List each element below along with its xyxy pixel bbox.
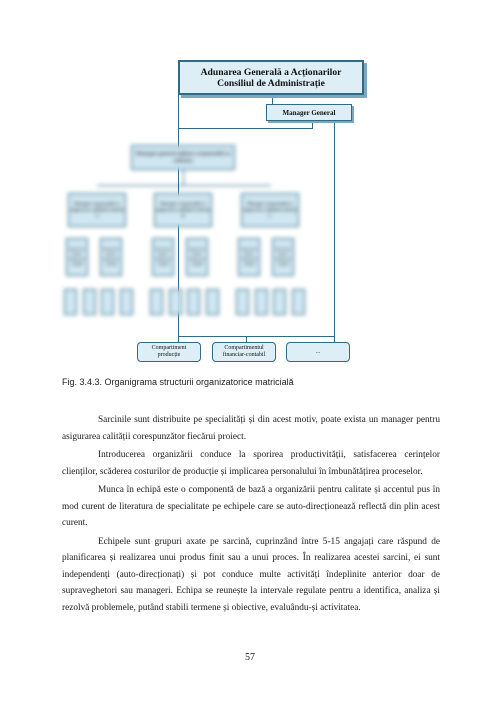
connector-line	[246, 336, 248, 342]
team-member-box	[187, 289, 200, 315]
team-member-box	[169, 289, 182, 315]
team-member-box	[206, 289, 219, 315]
paragraph: Sarcinile sunt distribuite pe specialită…	[62, 415, 440, 442]
connector-line	[178, 336, 335, 338]
connector-line	[178, 336, 180, 342]
general-assembly-box: Adunarea Generală a Acționarilor Consili…	[178, 60, 364, 95]
division-manager-box: Manager responsabil cu asigurarea calită…	[241, 193, 299, 227]
team-member-box	[236, 289, 249, 315]
supervisor-box: Supervizor pentru asigurarea calității	[152, 238, 174, 276]
department-label: ...	[315, 348, 321, 355]
connector-line	[334, 121, 336, 342]
org-chart: Adunarea Generală a Acționarilor Consili…	[64, 60, 364, 362]
team-member-box	[150, 289, 163, 315]
supervisor-box: Supervizor pentru asigurarea calității	[66, 238, 88, 276]
team-member-box	[101, 289, 114, 315]
department-label: Compartiment	[151, 345, 187, 351]
connector-line	[97, 185, 271, 187]
figure-caption: Fig. 3.4.3. Organigrama structurii organ…	[62, 377, 294, 387]
department-other-box: ...	[286, 342, 350, 362]
department-label: Compartimentul	[224, 345, 264, 351]
general-manager-box: Manager General	[266, 104, 352, 121]
body-text: Sarcinile sunt distribuite pe specialită…	[62, 412, 440, 618]
team-member-box	[273, 289, 286, 315]
supervisor-box: Supervizor pentru asigurarea calității	[100, 238, 122, 276]
team-member-box	[292, 289, 305, 315]
division-manager-box: Manager responsabil cu asigurarea calită…	[154, 193, 212, 227]
page-number: 57	[245, 652, 255, 663]
connector-line	[183, 170, 185, 186]
division-manager-box: Manager responsabil cu asigurarea calită…	[68, 193, 126, 227]
team-member-box	[83, 289, 96, 315]
supervisor-box: Supervizor pentru asigurarea calității	[186, 238, 208, 276]
department-label: producție	[157, 352, 181, 358]
general-assembly-title: Adunarea Generală a Acționarilor	[200, 66, 342, 78]
connector-line	[312, 121, 314, 128]
department-production-box: Compartiment producție	[137, 342, 201, 362]
paragraph: Echipele sunt grupuri axate pe sarcină, …	[62, 536, 440, 613]
team-member-box	[255, 289, 268, 315]
paragraph: Introducerea organizării conduce la spor…	[62, 450, 440, 477]
paragraph: Munca în echipă este o componentă de baz…	[62, 485, 440, 528]
connector-line	[178, 128, 313, 130]
supervisor-box: Supervizor pentru asigurarea calității	[272, 238, 294, 276]
department-label: financiar-contabil	[222, 352, 266, 358]
department-finance-box: Compartimentul financiar-contabil	[212, 342, 276, 362]
supervisor-box: Supervizor pentru asigurarea calității	[238, 238, 260, 276]
board-title: Consiliul de Administrație	[217, 77, 325, 89]
team-member-box	[120, 289, 133, 315]
connector-line	[272, 95, 274, 104]
deputy-manager-box: Manager general adjunct responsabil cu c…	[131, 145, 235, 170]
team-member-box	[64, 289, 77, 315]
